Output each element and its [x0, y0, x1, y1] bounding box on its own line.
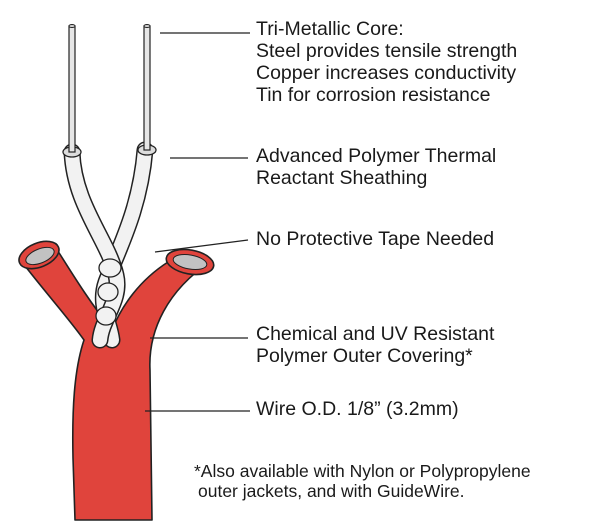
twist-crossing-2 — [97, 282, 119, 302]
covering-line-1: Chemical and UV Resistant — [256, 323, 495, 345]
outer-jacket — [21, 247, 211, 521]
leader-tape — [154, 239, 249, 253]
core-title: Tri-Metallic Core: — [256, 18, 404, 40]
callout-sheathing: Advanced Polymer Thermal Reactant Sheath… — [256, 145, 496, 189]
core-line-copper: Copper increases conductivity — [256, 62, 517, 84]
tape-label: No Protective Tape Needed — [256, 228, 495, 250]
twist-crossing-3 — [95, 306, 117, 326]
bare-conductor-left — [68, 25, 76, 153]
jacket-inner-left — [25, 246, 55, 266]
core-line-tin: Tin for corrosion resistance — [256, 84, 491, 106]
sheathing-line-2: Reactant Sheathing — [256, 167, 428, 189]
twist-crossing-1 — [98, 258, 122, 278]
conductor-tip-right — [143, 24, 151, 28]
footnote-line-2: outer jackets, and with GuideWire. — [198, 481, 465, 501]
footnote: *Also available with Nylon or Polypropyl… — [194, 461, 531, 501]
jacket-inner-right — [172, 254, 208, 270]
core-line-steel: Steel provides tensile strength — [256, 40, 518, 62]
callout-wire-diameter: Wire O.D. 1/8” (3.2mm) — [256, 398, 459, 420]
sheathing-line-1: Advanced Polymer Thermal — [256, 145, 497, 167]
footnote-line-1: *Also available with Nylon or Polypropyl… — [194, 461, 531, 481]
covering-line-2: Polymer Outer Covering* — [256, 345, 473, 367]
callout-tri-metallic-core: Tri-Metallic Core: Steel provides tensil… — [256, 18, 517, 106]
diameter-label: Wire O.D. 1/8” (3.2mm) — [256, 398, 459, 420]
bare-conductor-right — [143, 25, 151, 151]
conductor-tip-left — [68, 24, 76, 28]
callout-outer-covering: Chemical and UV Resistant Polymer Outer … — [256, 323, 494, 367]
callout-no-tape: No Protective Tape Needed — [256, 228, 494, 250]
